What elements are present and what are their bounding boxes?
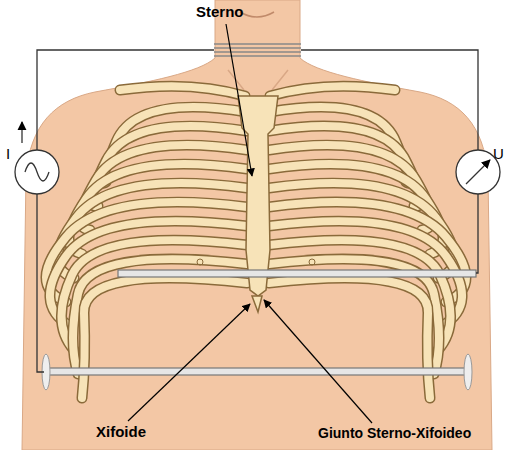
torso [22,0,492,450]
current-source-symbol [15,150,59,194]
part-label: Giunto Sterno-Xifoideo [318,426,471,441]
rib [82,278,247,398]
nipple [309,259,315,265]
chin [240,12,274,17]
voltmeter-needle [466,160,490,184]
rib [269,278,430,398]
xiphoid [252,296,262,312]
part-label: Xifoide [96,424,146,441]
lower-electrode [42,354,472,390]
leader-arrow [128,304,250,421]
signal-name: I [6,146,10,163]
clavicle [120,86,245,96]
clavicle [120,86,245,96]
leader-arrow [226,24,252,176]
wire [37,50,214,372]
rib [82,278,247,398]
current-arrow [21,122,22,143]
wire [301,50,478,273]
leader-arrow [264,300,372,423]
current-source-symbol [25,163,49,181]
clavicle [270,86,395,96]
clavicle [270,86,395,96]
part-label: Sterno [196,4,244,21]
signal-name: U [493,146,504,163]
rib [269,278,430,398]
chest-electrode [118,270,476,277]
nipple [197,259,203,265]
neck-electrode [214,44,301,56]
